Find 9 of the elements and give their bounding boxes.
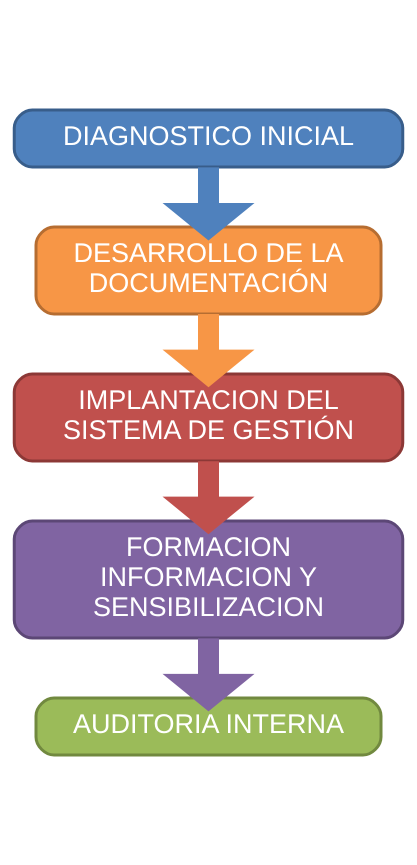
node-box: DIAGNOSTICO INICIAL (12, 108, 404, 168)
node-box: DESARROLLO DE LA DOCUMENTACIÓN (34, 226, 382, 316)
arrow (162, 638, 255, 712)
node-box: IMPLANTACION DEL SISTEMA DE GESTIÓN (12, 372, 404, 462)
arrow (162, 314, 255, 388)
node-box: FORMACION INFORMACION Y SENSIBILIZACION (12, 520, 404, 640)
arrow (162, 167, 255, 240)
node-box: AUDITORIA INTERNA (34, 696, 382, 756)
arrow (162, 461, 255, 534)
